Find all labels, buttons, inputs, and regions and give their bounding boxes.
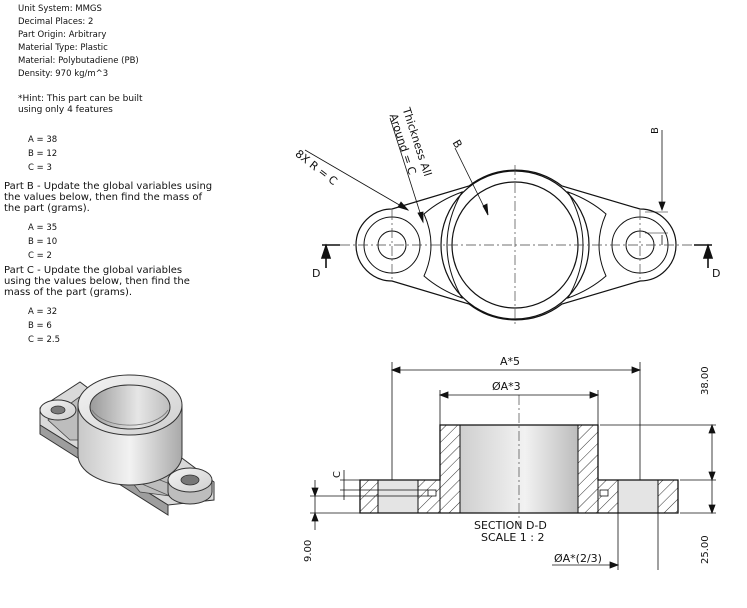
part-c-line-3: mass of the part (grams). <box>4 287 133 298</box>
left-base-section <box>359 479 379 514</box>
part-c-var-c: C = 2.5 <box>28 335 60 345</box>
c-dim-label: C <box>332 471 343 478</box>
right-base-section <box>657 479 679 514</box>
right-rib-pocket <box>566 191 607 299</box>
part-b-var-a: A = 35 <box>28 223 58 233</box>
part-a-var-a: A = 38 <box>28 135 58 145</box>
right-wall-section <box>577 424 599 514</box>
height-dim-label: 38.00 <box>700 366 711 395</box>
bore-dim-label: ØA*3 <box>492 380 521 393</box>
part-c-line-1: Part C - Update the global variables <box>4 265 183 276</box>
hint-line-1: *Hint: This part can be built <box>18 94 143 104</box>
part-b-line-1: Part B - Update the global variables usi… <box>4 181 213 192</box>
part-c-line-2: using the values below, then find the <box>4 276 190 287</box>
width-dim-label: A*5 <box>500 355 521 368</box>
hint-line-2: using only 4 features <box>18 105 113 115</box>
section-marker-right: D <box>712 267 721 280</box>
spec-unit-system: Unit System: MMGS <box>18 4 102 14</box>
part-a-var-b: B = 12 <box>28 149 58 159</box>
part-a-var-c: C = 3 <box>28 163 52 173</box>
part-c-var-b: B = 6 <box>28 321 52 331</box>
left-rib-pocket <box>423 191 464 299</box>
part-b-var-c: C = 2 <box>28 251 52 261</box>
base-height-dim-label: 25.00 <box>700 535 711 564</box>
top-view-outline <box>355 169 677 321</box>
left-web-section <box>417 479 441 514</box>
spec-part-origin: Part Origin: Arbitrary <box>18 30 107 40</box>
part-b-line-3: the part (grams). <box>4 203 90 214</box>
part-b-var-b: B = 10 <box>28 237 58 247</box>
spec-density: Density: 970 kg/m^3 <box>18 69 109 79</box>
part-b-line-2: the values below, then find the mass of <box>4 192 203 203</box>
left-wall-section <box>439 424 461 514</box>
spec-material-type: Material Type: Plastic <box>18 43 108 53</box>
section-scale: SCALE 1 : 2 <box>481 531 545 544</box>
hole-dim-label: ØA*(2/3) <box>554 552 602 565</box>
right-web-section <box>597 479 619 514</box>
spec-decimal-places: Decimal Places: 2 <box>18 17 94 27</box>
part-c-var-a: A = 32 <box>28 307 58 317</box>
section-title: SECTION D-D <box>474 519 547 532</box>
section-marker-left: D <box>312 267 321 280</box>
base-thickness-dim-label: 9.00 <box>303 539 314 562</box>
spec-material: Material: Polybutadiene (PB) <box>18 56 139 66</box>
